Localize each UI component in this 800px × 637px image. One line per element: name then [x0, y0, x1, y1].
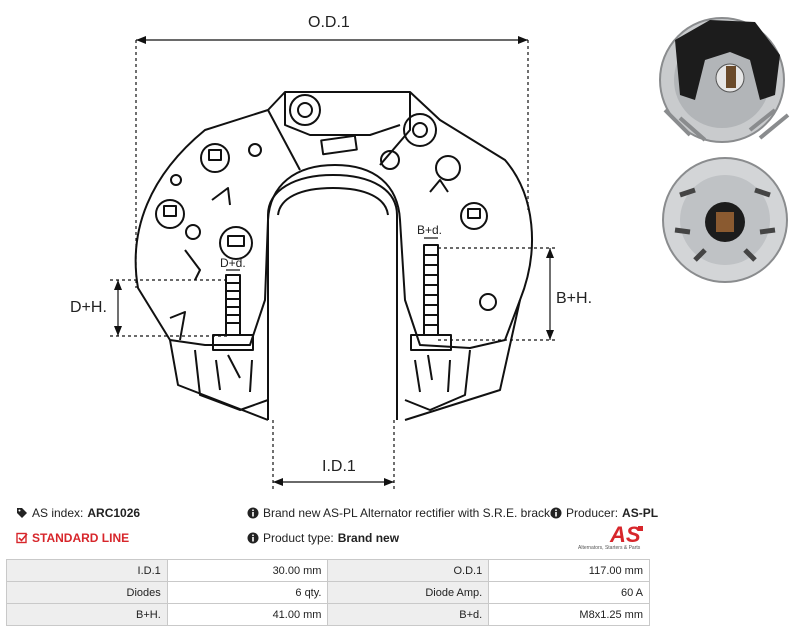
spec-value: 30.00 mm [166, 559, 329, 582]
rectifier-technical-drawing [110, 36, 556, 490]
product-type: Product type: Brand new [247, 531, 399, 545]
dh-label: D+H. [70, 299, 107, 316]
spec-value: M8x1.25 mm [488, 603, 650, 626]
product-photo-mounted [659, 17, 790, 143]
table-row: Diodes 6 qty. Diode Amp. 60 A [6, 581, 650, 604]
as-index-value: ARC1026 [87, 506, 141, 520]
spec-value: 6 qty. [166, 581, 329, 604]
producer-value: AS-PL [622, 506, 659, 520]
spec-value: 117.00 mm [488, 559, 650, 582]
table-row: B+H. 41.00 mm B+d. M8x1.25 mm [6, 603, 650, 626]
id-label: I.D.1 [322, 458, 356, 475]
as-index: AS index: ARC1026 [16, 506, 140, 520]
producer: Producer: AS-PL [550, 506, 658, 520]
spec-label: I.D.1 [6, 559, 168, 582]
standard-line-label: STANDARD LINE [32, 531, 130, 545]
as-logo: AS [609, 522, 643, 547]
bd-label: B+d. [417, 223, 443, 237]
dd-label: D+d. [220, 256, 246, 270]
od-label: O.D.1 [308, 14, 350, 31]
bh-label: B+H. [556, 290, 593, 307]
producer-label: Producer: [566, 506, 619, 520]
info-icon [247, 532, 259, 544]
product-type-value: Brand new [337, 531, 400, 545]
spec-value: 41.00 mm [166, 603, 329, 626]
spec-label: Diode Amp. [327, 581, 490, 604]
spec-label: B+d. [327, 603, 490, 626]
description-text: Brand new AS-PL Alternator rectifier wit… [263, 506, 561, 520]
svg-text:AS: AS [609, 522, 641, 547]
logo-tagline: Alternators, Starters & Parts [578, 545, 641, 551]
spec-label: Diodes [6, 581, 168, 604]
description: Brand new AS-PL Alternator rectifier wit… [247, 506, 560, 520]
info-icon [550, 507, 562, 519]
info-icon [247, 507, 259, 519]
spec-value: 60 A [488, 581, 650, 604]
product-type-label: Product type: [263, 531, 334, 545]
as-index-label: AS index: [32, 506, 84, 520]
checkbox-icon [16, 532, 28, 544]
table-row: I.D.1 30.00 mm O.D.1 117.00 mm [6, 559, 650, 582]
product-photo-bracket [662, 157, 788, 283]
spec-label: O.D.1 [327, 559, 490, 582]
tags-icon [17, 508, 27, 518]
standard-line: STANDARD LINE [16, 531, 129, 545]
specs-table: I.D.1 30.00 mm O.D.1 117.00 mm Diodes 6 … [6, 559, 650, 626]
spec-label: B+H. [6, 603, 168, 626]
